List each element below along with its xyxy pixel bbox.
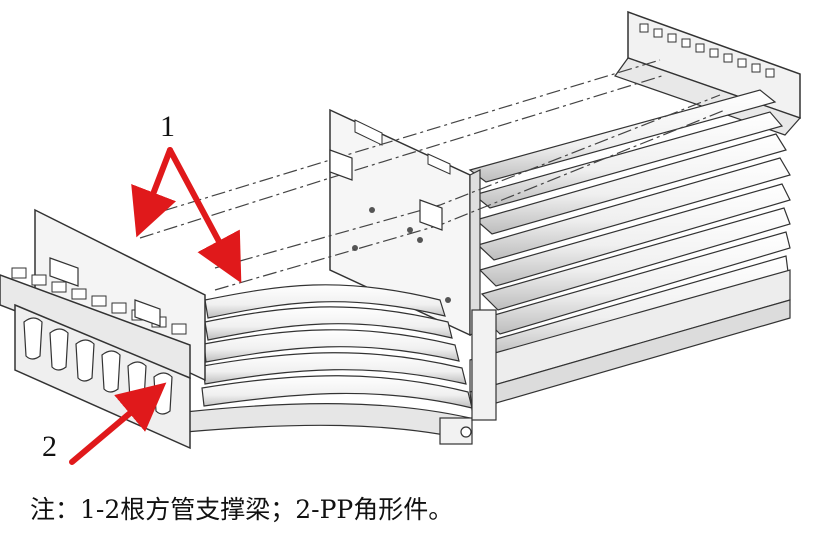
back-bottom-rail bbox=[469, 269, 791, 411]
callout-arrows-1 bbox=[131, 147, 242, 284]
callout-label-1: 1 bbox=[160, 110, 175, 143]
front-end-plate bbox=[0, 208, 206, 382]
square-tube-ends bbox=[329, 149, 443, 231]
front-tube-bundle bbox=[201, 284, 473, 409]
callout-arrow-2 bbox=[69, 382, 167, 465]
module-diagram bbox=[0, 10, 802, 465]
back-tube-bundle bbox=[468, 89, 791, 359]
figure-caption: 注：1-2根方管支撑梁；2-PP角形件。 bbox=[30, 495, 454, 524]
callout-label-2: 2 bbox=[42, 430, 57, 463]
front-bottom-rail bbox=[184, 309, 497, 445]
middle-support-plate bbox=[329, 108, 481, 337]
